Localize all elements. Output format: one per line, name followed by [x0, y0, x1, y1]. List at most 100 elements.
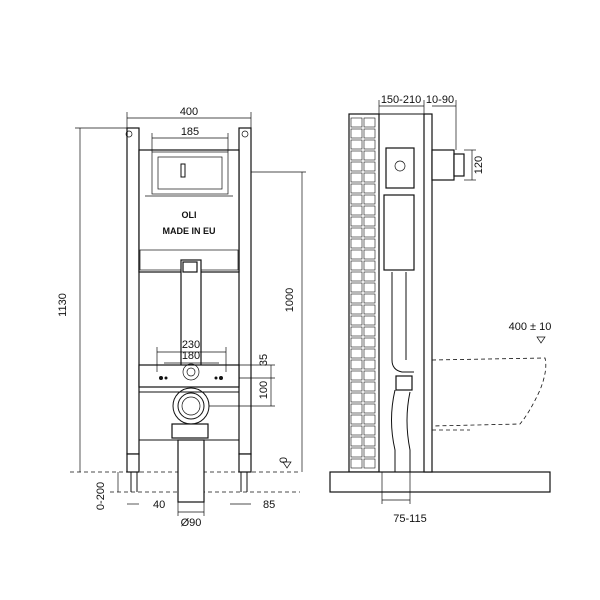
wall-tile [350, 183, 363, 194]
dim-400-10: 400 ± 10 [509, 321, 552, 333]
wall-tile [350, 425, 363, 436]
pan-mounting-plate [138, 364, 240, 388]
wall-tile [350, 326, 363, 337]
cistern-side [385, 147, 415, 189]
dim-85: 85 [263, 499, 275, 511]
wall-tile [363, 447, 376, 458]
wall-tile [363, 161, 376, 172]
wall-tile [350, 370, 363, 381]
wall-tile [350, 293, 363, 304]
wall-tile [363, 348, 376, 359]
wall-tile [350, 238, 363, 249]
wall-tile [363, 425, 376, 436]
dim-100: 100 [258, 381, 270, 399]
wall-tile [350, 139, 363, 150]
dim-35: 35 [258, 354, 270, 366]
wall-tile [350, 436, 363, 447]
wall-tile [363, 238, 376, 249]
dim-40: 40 [153, 499, 165, 511]
dim-185: 185 [181, 126, 199, 138]
wall-tile [363, 117, 376, 128]
front-view: OLI MADE IN EU 400 185 [57, 106, 306, 529]
wall-tile [350, 337, 363, 348]
wall-tiles [350, 117, 376, 469]
wall-tile [363, 260, 376, 271]
wall-tile [350, 150, 363, 161]
brand-label: OLI [182, 210, 197, 220]
wall-tile [350, 359, 363, 370]
wall-tile [350, 161, 363, 172]
left-wall-fixing-hole [125, 130, 133, 138]
wall-tile [350, 249, 363, 260]
wall-tile [350, 381, 363, 392]
drain-bend [391, 389, 396, 472]
wall-tile [363, 150, 376, 161]
wall-tile [363, 414, 376, 425]
wall-tile [363, 139, 376, 150]
wall-tile [350, 414, 363, 425]
left-foot [126, 453, 140, 473]
wall-tile [350, 315, 363, 326]
wall-tile [350, 458, 363, 469]
wall-tile [350, 271, 363, 282]
flush-pipe-side [391, 272, 414, 373]
floor-slab [329, 471, 551, 493]
waste-pipe [177, 439, 205, 503]
wall-tile [363, 194, 376, 205]
dim-150-210: 150-210 [381, 94, 421, 106]
wall-tile [350, 172, 363, 183]
left-upright [126, 127, 140, 455]
wall-tile [350, 205, 363, 216]
wall-tile [350, 128, 363, 139]
dim-400: 400 [180, 106, 198, 118]
wall-tile [350, 227, 363, 238]
wall-tile [350, 117, 363, 128]
wall-tile [350, 216, 363, 227]
right-wall-fixing-hole [241, 130, 249, 138]
cistern-body [383, 194, 415, 271]
wall-tile [363, 403, 376, 414]
right-foot [238, 453, 252, 473]
wall-tile [350, 392, 363, 403]
wall-tile [350, 260, 363, 271]
frame-front-panel [423, 113, 433, 473]
wall-tile [363, 205, 376, 216]
wall-tile [363, 282, 376, 293]
wall-tile [363, 304, 376, 315]
flush-outlet [182, 363, 200, 381]
right-upright [238, 127, 252, 455]
wall-tile [363, 381, 376, 392]
wall-tile [363, 249, 376, 260]
made-in-label: MADE IN EU [162, 226, 215, 236]
wall-tile [363, 370, 376, 381]
dim-1000: 1000 [284, 288, 296, 312]
wall-tile [350, 282, 363, 293]
dim-230: 230 [182, 339, 200, 351]
wall-tile [363, 458, 376, 469]
dim-1130: 1130 [57, 293, 69, 317]
water-inlet [431, 149, 455, 181]
dim-10-90: 10-90 [426, 94, 454, 106]
zero-label: 0 [278, 457, 290, 463]
dim-0-200: 0-200 [95, 482, 107, 510]
dim-120: 120 [473, 156, 485, 174]
flush-plate-opening [151, 151, 229, 195]
wall-tile [363, 436, 376, 447]
wall-tile [363, 227, 376, 238]
wall-tile [363, 392, 376, 403]
wall-tile [363, 337, 376, 348]
wall-tile [350, 194, 363, 205]
dim-75-115: 75-115 [393, 513, 426, 525]
wall-tile [363, 326, 376, 337]
wall-tile [363, 216, 376, 227]
wall-tile [363, 293, 376, 304]
wall-tile [363, 183, 376, 194]
dim-d90: Ø90 [181, 517, 202, 529]
wall-tile [363, 359, 376, 370]
wall-tile [350, 348, 363, 359]
dim-180: 180 [182, 350, 200, 362]
wall-tile [363, 271, 376, 282]
wall-tile [363, 128, 376, 139]
wall-tile [350, 304, 363, 315]
